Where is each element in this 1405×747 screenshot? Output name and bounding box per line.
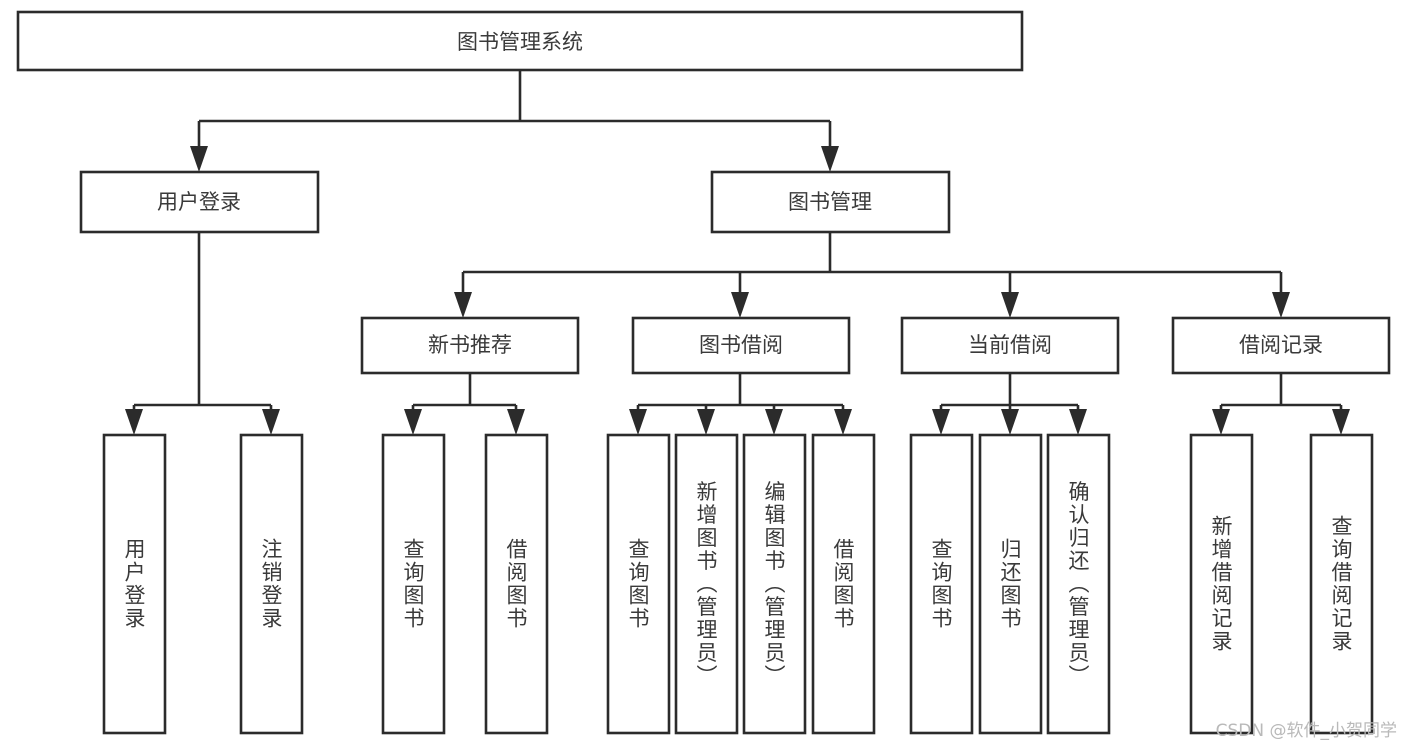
node-leaf-user-login-label: 用户登录 [122, 538, 146, 630]
node-new-book-rec[interactable]: 新书推荐 [360, 316, 580, 375]
arrow-head-leaf-rec-borrow [507, 409, 525, 435]
node-leaf-rec-query-box[interactable] [381, 433, 446, 735]
node-root-label: 图书管理系统 [457, 30, 583, 54]
node-leaf-rec-query[interactable]: 查询图书 [381, 433, 446, 735]
node-user-login-box[interactable] [79, 170, 320, 234]
node-book-manage-label: 图书管理 [788, 190, 872, 214]
connector-group-currentborrow [932, 373, 1087, 435]
connector-group-root [190, 70, 839, 172]
arrow-head-newbookrec [454, 292, 472, 318]
node-book-borrow[interactable]: 图书借阅 [631, 316, 851, 375]
node-leaf-rec-add[interactable]: 新增借阅记录 [1189, 433, 1254, 735]
node-new-book-rec-box[interactable] [360, 316, 580, 375]
connector-group-newbookrec [404, 373, 525, 435]
node-leaf-cur-confirm-box[interactable] [1046, 433, 1111, 735]
node-leaf-rec-search-label: 查询借阅记录 [1329, 515, 1353, 653]
node-leaf-user-login-box[interactable] [102, 433, 167, 735]
arrow-head-leaf-borrow-take [834, 409, 852, 435]
node-leaf-rec-add-label: 新增借阅记录 [1209, 515, 1233, 653]
arrow-head-leaf-borrow-query [629, 409, 647, 435]
node-leaf-borrow-add-box[interactable] [674, 433, 739, 735]
node-book-manage[interactable]: 图书管理 [710, 170, 951, 234]
node-current-borrow-label: 当前借阅 [968, 333, 1052, 357]
node-borrow-record[interactable]: 借阅记录 [1171, 316, 1391, 375]
connector-group-bookborrow [629, 373, 852, 435]
node-book-borrow-label: 图书借阅 [699, 333, 783, 357]
arrow-head-leaf-cur-query [932, 409, 950, 435]
node-leaf-user-logout[interactable]: 注销登录 [239, 433, 304, 735]
arrow-head-borrowrecord [1272, 292, 1290, 318]
node-borrow-record-box[interactable] [1171, 316, 1391, 375]
connector-group-bookmanage [454, 232, 1290, 318]
node-user-login-label: 用户登录 [157, 190, 241, 214]
node-leaf-borrow-add[interactable]: 新增图书（管理员） [674, 433, 739, 735]
node-leaf-cur-confirm[interactable]: 确认归还（管理员） [1046, 433, 1111, 735]
node-current-borrow[interactable]: 当前借阅 [900, 316, 1120, 375]
node-leaf-cur-query-label: 查询图书 [929, 538, 953, 630]
node-leaf-cur-return-label: 归还图书 [998, 538, 1022, 630]
node-leaf-borrow-take-box[interactable] [811, 433, 876, 735]
node-leaf-cur-query[interactable]: 查询图书 [909, 433, 974, 735]
node-leaf-cur-return[interactable]: 归还图书 [978, 433, 1043, 735]
node-leaf-rec-search[interactable]: 查询借阅记录 [1309, 433, 1374, 735]
node-new-book-rec-label: 新书推荐 [428, 333, 512, 357]
node-leaf-cur-return-box[interactable] [978, 433, 1043, 735]
arrow-head-leaf-user-login [125, 409, 143, 435]
arrow-head-leaf-borrow-edit [765, 409, 783, 435]
connector-group-userlogin [125, 232, 280, 435]
node-leaf-borrow-query-label: 查询图书 [626, 538, 650, 630]
node-leaf-borrow-take-label: 借阅图书 [831, 538, 855, 630]
node-leaf-cur-confirm-label: 确认归还（管理员） [1066, 481, 1090, 688]
arrow-head-leaf-rec-add [1212, 409, 1230, 435]
arrow-head-leaf-user-logout [262, 409, 280, 435]
arrow-head-bookmanage [821, 146, 839, 172]
node-leaf-rec-add-box[interactable] [1189, 433, 1254, 735]
node-leaf-borrow-edit[interactable]: 编辑图书（管理员） [742, 433, 807, 735]
node-leaf-borrow-add-label: 新增图书（管理员） [694, 481, 718, 688]
connector-group-borrowrecord [1212, 373, 1350, 435]
node-leaf-user-logout-label: 注销登录 [259, 538, 283, 630]
arrow-head-leaf-cur-return [1001, 409, 1019, 435]
node-leaf-rec-borrow[interactable]: 借阅图书 [484, 433, 549, 735]
arrow-head-leaf-borrow-add [697, 409, 715, 435]
node-user-login[interactable]: 用户登录 [79, 170, 320, 234]
node-leaf-user-logout-box[interactable] [239, 433, 304, 735]
node-leaf-rec-search-box[interactable] [1309, 433, 1374, 735]
node-leaf-rec-borrow-label: 借阅图书 [504, 538, 528, 630]
node-root[interactable]: 图书管理系统 [16, 10, 1024, 72]
node-leaf-borrow-query[interactable]: 查询图书 [606, 433, 671, 735]
arrow-head-leaf-rec-search [1332, 409, 1350, 435]
node-leaf-rec-borrow-box[interactable] [484, 433, 549, 735]
arrow-head-leaf-cur-confirm [1069, 409, 1087, 435]
node-leaf-cur-query-box[interactable] [909, 433, 974, 735]
node-leaf-borrow-edit-box[interactable] [742, 433, 807, 735]
node-leaf-borrow-take[interactable]: 借阅图书 [811, 433, 876, 735]
node-borrow-record-label: 借阅记录 [1239, 333, 1323, 357]
node-current-borrow-box[interactable] [900, 316, 1120, 375]
node-book-manage-box[interactable] [710, 170, 951, 234]
arrow-head-currentborrow [1001, 292, 1019, 318]
arrow-head-leaf-rec-query [404, 409, 422, 435]
node-leaf-borrow-edit-label: 编辑图书（管理员） [762, 481, 786, 688]
node-leaf-borrow-query-box[interactable] [606, 433, 671, 735]
arrow-head-bookborrow [731, 292, 749, 318]
node-root-box[interactable] [16, 10, 1024, 72]
arrow-head-userlogin [190, 146, 208, 172]
node-leaf-user-login[interactable]: 用户登录 [102, 433, 167, 735]
node-leaf-rec-query-label: 查询图书 [401, 538, 425, 630]
node-book-borrow-box[interactable] [631, 316, 851, 375]
